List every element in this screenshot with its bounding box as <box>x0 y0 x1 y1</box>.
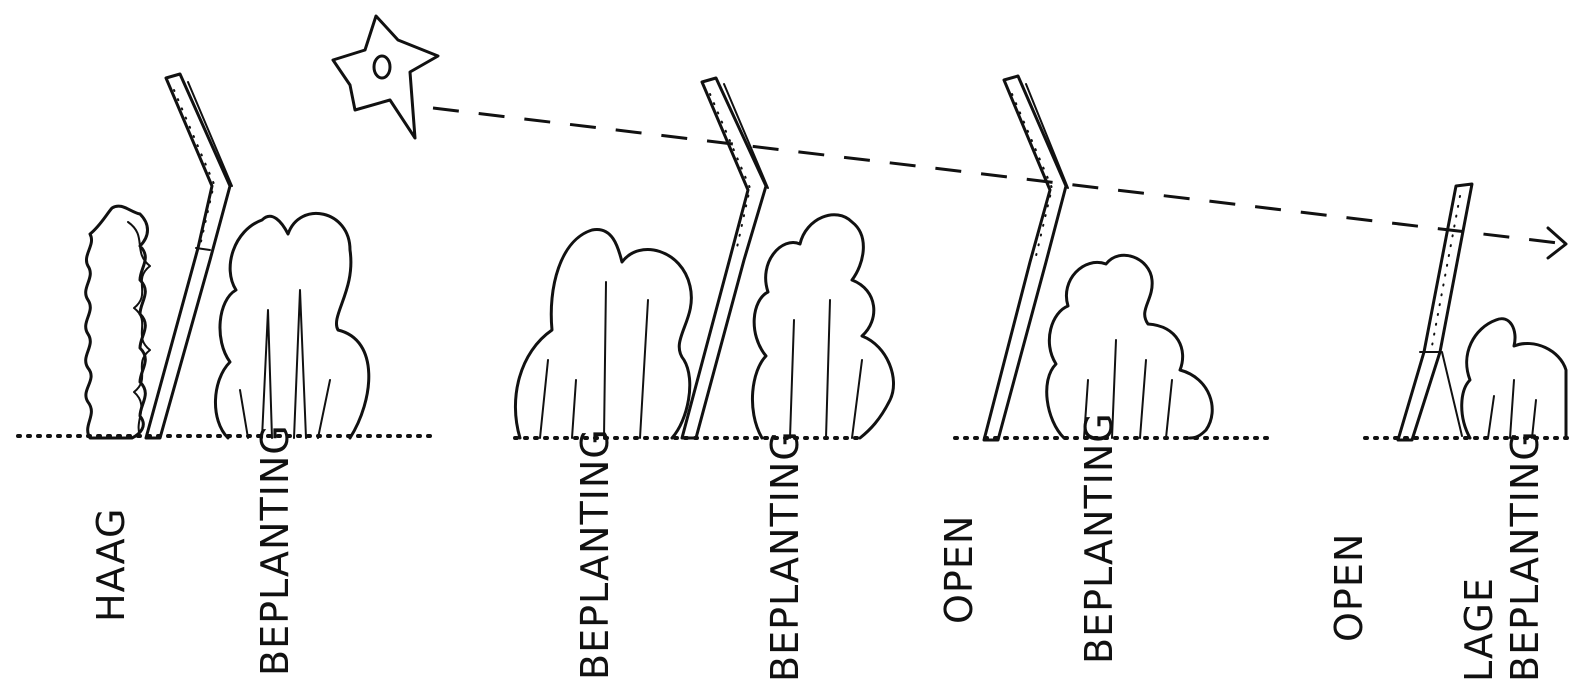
label-beplanting-2: BEPLANTING <box>576 428 614 680</box>
label-beplanting-5: BEPLANTING <box>1506 430 1544 682</box>
label-haag: HAAG <box>92 508 130 622</box>
solar-panel-3 <box>984 76 1068 440</box>
hedge-wavy-edge <box>128 222 150 436</box>
plant-shrub-1 <box>215 213 368 438</box>
label-lage: LAGE <box>1460 577 1498 682</box>
label-open-1: OPEN <box>940 515 978 624</box>
label-beplanting-4: BEPLANTING <box>1080 412 1118 664</box>
plant-shrub-3 <box>752 215 893 438</box>
sun-ray-dashed-line <box>433 108 1558 243</box>
label-beplanting-1: BEPLANTING <box>256 424 294 676</box>
plant-shrub-2 <box>515 229 691 438</box>
plant-shrub-4 <box>1047 255 1213 438</box>
label-beplanting-3: BEPLANTING <box>766 430 804 682</box>
sun-icon <box>333 16 438 138</box>
plant-shrub-5 <box>1462 319 1566 438</box>
hedge-shape <box>86 206 148 438</box>
label-open-2: OPEN <box>1330 533 1368 642</box>
